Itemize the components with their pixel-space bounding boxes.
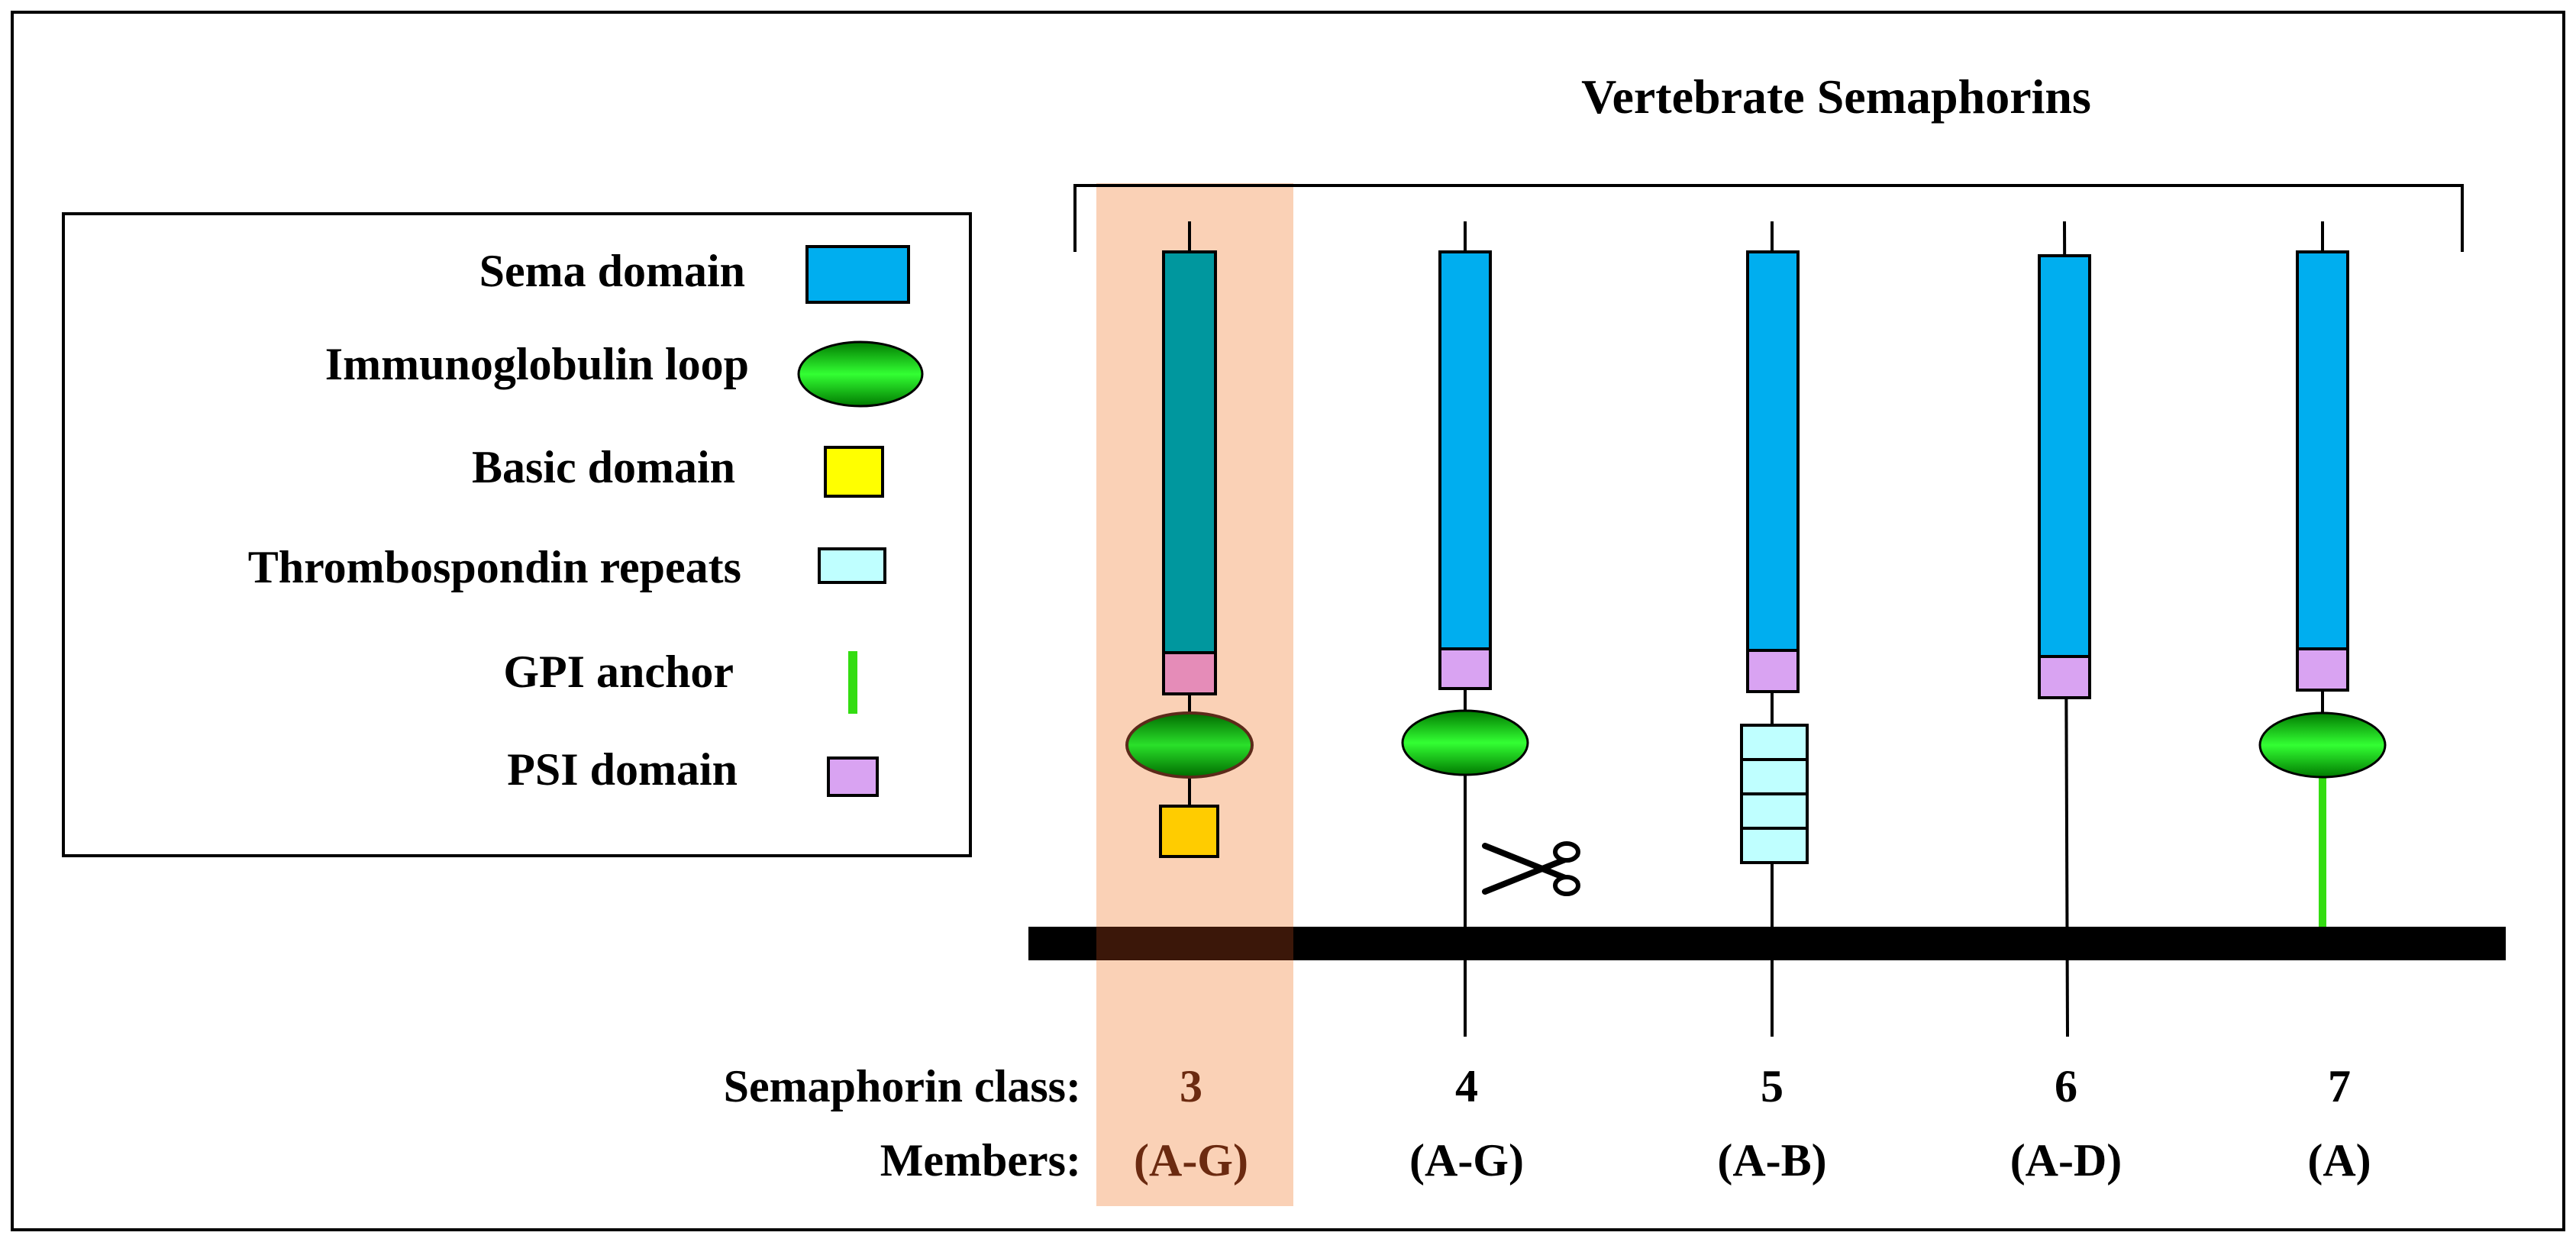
thrombospondin-repeats-icon <box>818 547 886 584</box>
scissors-icon <box>1482 841 1580 896</box>
legend-label-sema: Sema domain <box>479 246 745 296</box>
psi-domain-icon <box>827 756 879 797</box>
legend-label-gpi: GPI anchor <box>503 647 734 697</box>
semaphorin-class-5 <box>1740 221 1809 1037</box>
class-number-3: 3 <box>1180 1061 1202 1111</box>
class-members-6: (A-D) <box>2010 1135 2122 1186</box>
semaphorin-class-6 <box>2038 221 2091 1037</box>
class7-sema-domain <box>2296 250 2349 652</box>
class4-psi-domain <box>1438 647 1492 690</box>
class5-psi-domain <box>1746 649 1800 693</box>
class7-psi-domain <box>2296 647 2349 692</box>
class6-sema-domain <box>2038 254 2091 658</box>
class7-immunoglobulin-loop <box>2258 711 2387 779</box>
class5-sema-domain <box>1746 250 1800 652</box>
legend: Sema domain Immunoglobulin loop Basic do… <box>62 212 972 857</box>
legend-label-basic: Basic domain <box>472 442 735 492</box>
class-number-6: 6 <box>2055 1061 2077 1111</box>
basic-domain-icon <box>824 446 884 498</box>
class-members-4: (A-G) <box>1409 1135 1524 1186</box>
title-bracket <box>1073 184 2464 252</box>
legend-label-psi: PSI domain <box>507 744 738 795</box>
semaphorin-class-4 <box>1401 221 1580 1037</box>
class-number-7: 7 <box>2328 1061 2351 1111</box>
class-members-5: (A-B) <box>1717 1135 1826 1186</box>
class3-basic-domain <box>1159 805 1219 858</box>
class-number-4: 4 <box>1455 1061 1478 1111</box>
class-members-3: (A-G) <box>1134 1135 1248 1186</box>
class-members-7: (A) <box>2307 1135 2371 1186</box>
legend-label-tsp: Thrombospondin repeats <box>248 542 741 592</box>
immunoglobulin-loop-icon <box>797 340 924 408</box>
semaphorin-class-3 <box>1125 221 1254 858</box>
members-label: Members: <box>880 1135 1081 1186</box>
class6-psi-domain <box>2038 655 2091 699</box>
class4-immunoglobulin-loop <box>1401 709 1529 776</box>
class3-psi-domain <box>1162 651 1217 695</box>
legend-box <box>62 212 972 857</box>
diagram-title: Vertebrate Semaphorins <box>1581 69 2091 124</box>
semaphorin-class-7 <box>2258 221 2387 933</box>
class4-sema-domain <box>1438 250 1492 652</box>
class3-sema-domain <box>1162 250 1217 654</box>
cell-membrane-highlight-overlay <box>1096 927 1293 960</box>
class3-immunoglobulin-loop <box>1125 711 1254 779</box>
semaphorin-class-label: Semaphorin class: <box>724 1061 1081 1111</box>
class5-thrombospondin-repeats <box>1740 724 1809 864</box>
class-number-5: 5 <box>1761 1061 1784 1111</box>
sema-domain-icon <box>805 245 910 304</box>
legend-label-ig: Immunoglobulin loop <box>325 339 749 389</box>
